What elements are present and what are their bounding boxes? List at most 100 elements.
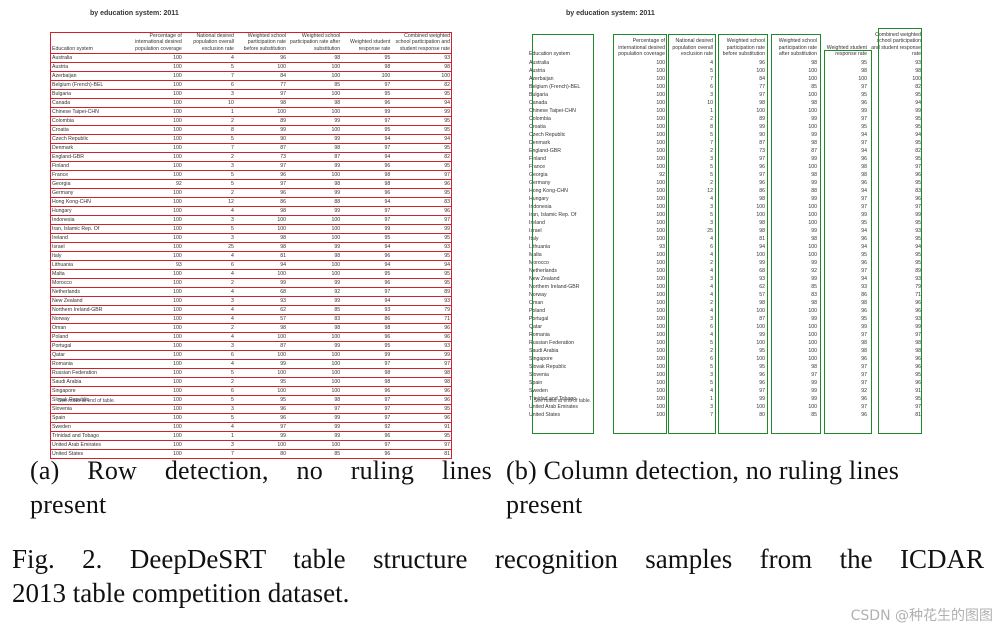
table-cell: 98 [287, 251, 342, 262]
table-cell: 3 [710, 91, 713, 98]
row-label: New Zealand [529, 275, 560, 282]
table-cell: 93 [341, 305, 392, 316]
row-label: Saudi Arabia [49, 377, 131, 388]
row-label: Chinese Taipei-CHN [529, 107, 576, 114]
table-cell: 98 [811, 235, 817, 242]
table-cell: 96 [861, 179, 867, 186]
table-cell: 95 [391, 116, 453, 127]
row-label: Azerbaijan [49, 71, 131, 82]
row-label: England-GBR [529, 147, 562, 154]
table-cell: 100 [656, 187, 665, 194]
table-cell: 96 [391, 179, 453, 190]
row-label: France [49, 170, 131, 181]
row-label: Qatar [529, 323, 542, 330]
table-cell: 95 [915, 91, 921, 98]
table-cell: 100 [756, 323, 765, 330]
table-cell: 83 [915, 187, 921, 194]
table-cell: 25 [182, 242, 235, 253]
row-label: Slovenia [49, 404, 131, 415]
figure-caption-line1: Fig. 2. DeepDeSRT table structure recogn… [12, 544, 984, 574]
table-cell: 96 [234, 53, 288, 64]
table-cell: 3 [182, 161, 235, 172]
table-cell: 95 [391, 161, 453, 172]
row-label: Finland [49, 161, 131, 172]
row-label: Lithuania [49, 260, 131, 271]
table-cell: 96 [341, 278, 392, 289]
table-cell: 100 [287, 233, 342, 244]
table-cell: 98 [341, 179, 392, 190]
table-cell: 100 [130, 152, 183, 163]
table-cell: 100 [234, 332, 288, 343]
table-cell: 98 [287, 143, 342, 154]
table-cell: 100 [808, 219, 817, 226]
table-cell: 99 [861, 107, 867, 114]
subcaption-a-line2: present [30, 490, 107, 519]
table-cell: 2 [182, 116, 235, 127]
table-cell: 96 [234, 188, 288, 199]
table-cell: 87 [759, 315, 765, 322]
table-cell: 87 [759, 139, 765, 146]
table-cell: 96 [861, 155, 867, 162]
table-cell: 100 [756, 307, 765, 314]
table-cell: 100 [756, 203, 765, 210]
row-label: Slovenia [529, 371, 549, 378]
table-cell: 6 [182, 350, 235, 361]
table-cell: 100 [130, 350, 183, 361]
table-cell: 3 [182, 233, 235, 244]
table-cell: 100 [130, 233, 183, 244]
table-cell: 92 [341, 422, 392, 433]
table-cell: 95 [391, 278, 453, 289]
table-cell: 96 [861, 259, 867, 266]
table-cell: 81 [234, 251, 288, 262]
column-header: Percentage of international desired popu… [130, 31, 183, 55]
table-cell: 100 [756, 107, 765, 114]
row-label: Iran, Islamic Rep. Of [49, 224, 131, 235]
table-cell: 97 [861, 195, 867, 202]
table-cell: 100 [656, 139, 665, 146]
table-cell: 95 [915, 155, 921, 162]
table-cell: 87 [234, 143, 288, 154]
table-cell: 95 [915, 259, 921, 266]
table-cell: 2 [710, 115, 713, 122]
watermark: CSDN @种花生的图图 [850, 608, 993, 624]
table-cell: 100 [130, 368, 183, 379]
table-cell: 100 [808, 331, 817, 338]
table-cell: 100 [656, 91, 665, 98]
table-cell: 98 [759, 195, 765, 202]
table-cell: 100 [234, 107, 288, 118]
table-cell: 99 [287, 188, 342, 199]
table-cell: 98 [915, 339, 921, 346]
table-cell: 100 [656, 379, 665, 386]
table-cell: 4 [710, 235, 713, 242]
table-cell: 5 [182, 170, 235, 181]
row-label: Italy [529, 235, 539, 242]
table-cell: 99 [759, 259, 765, 266]
table-cell: 100 [130, 341, 183, 352]
row-label: Spain [529, 379, 543, 386]
table-cell: 93 [391, 242, 453, 253]
column-box [824, 50, 872, 434]
row-label: Portugal [49, 341, 131, 352]
table-cell: 100 [130, 395, 183, 406]
table-cell: 100 [656, 179, 665, 186]
row-label: Ireland [529, 219, 545, 226]
table-cell: 7 [710, 139, 713, 146]
table-cell: 98 [341, 368, 392, 379]
table-cell: 62 [759, 283, 765, 290]
row-label: France [529, 163, 546, 170]
table-cell: 100 [756, 403, 765, 410]
table-cell: 96 [341, 188, 392, 199]
table-cell: 95 [234, 377, 288, 388]
table-cell: 99 [811, 315, 817, 322]
table-cell: 100 [656, 115, 665, 122]
table-cell: 100 [808, 123, 817, 130]
table-cell: 96 [341, 332, 392, 343]
